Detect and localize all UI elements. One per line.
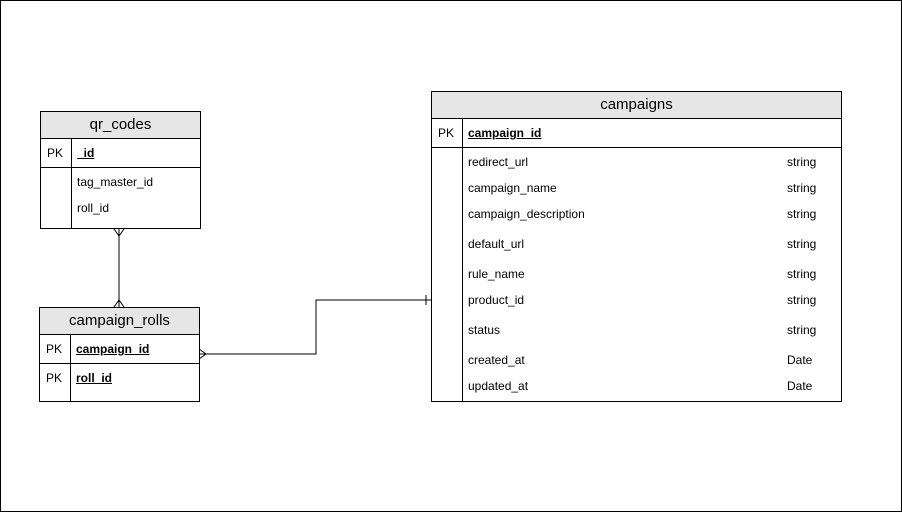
field-type: Date [787,353,813,367]
crowfoot-many-qr-codes [113,228,125,237]
pk-label: PK [46,371,63,385]
field-type: Date [787,379,813,393]
field-name: default_url [468,237,525,251]
field-type: string [787,293,817,307]
pk-field: roll_id [76,371,113,385]
field-type: string [787,237,817,251]
field-name: updated_at [468,379,529,393]
field-name: campaign_description [468,207,585,221]
pk-label: PK [46,342,63,356]
pk-row: PK campaign_id [40,335,199,364]
field-type: string [787,155,817,169]
pk-field: campaign_id [76,342,150,356]
entity-campaign-rolls[interactable]: campaign_rolls PK campaign_id PK roll_id [39,307,200,402]
crowfoot-many-campaign-rolls-right [198,348,207,360]
pk-label: PK [47,146,64,160]
field-name: tag_master_id [77,175,154,189]
field-name: campaign_name [468,181,557,195]
field-type: string [787,207,817,221]
pk-row: PK _id [41,139,200,168]
pk-row: PK campaign_id [432,119,841,148]
pk-field: campaign_id [468,126,542,140]
pk-label: PK [438,126,455,140]
pk-row: PK roll_id [40,364,199,401]
field-name: product_id [468,293,525,307]
field-type: string [787,267,817,281]
field-type: string [787,181,817,195]
field-name: created_at [468,353,525,367]
field-name: rule_name [468,267,525,281]
field-type: string [787,323,817,337]
entity-title: campaign_rolls [40,308,199,335]
field-list: tag_master_id roll_id [41,168,200,228]
entity-campaigns[interactable]: campaigns PK campaign_id redirect_url st… [431,91,842,402]
entity-title: campaigns [432,92,841,119]
field-list: redirect_url string campaign_name string… [432,148,841,401]
field-name: redirect_url [468,155,529,169]
entity-qr-codes[interactable]: qr_codes PK _id tag_master_id roll_id [40,111,201,229]
field-name: roll_id [77,201,110,215]
crowfoot-many-campaign-rolls [113,299,125,308]
entity-title: qr_codes [41,112,200,139]
connector-campaign-rolls-campaigns [199,299,431,355]
field-name: status [468,323,501,337]
pk-field: _id [77,146,95,160]
